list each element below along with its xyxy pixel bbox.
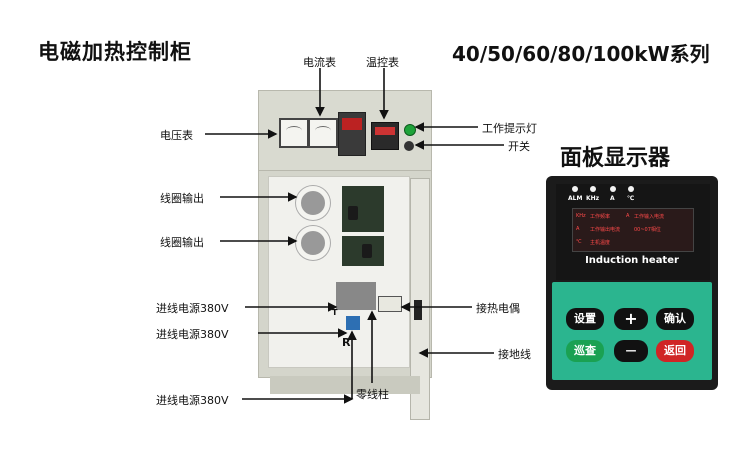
screen-row-1-left: 工作频率 [590,214,611,220]
door-latch-icon [414,300,422,320]
screen-row-2-tag: A [576,226,580,232]
capacitor-icon [348,206,358,220]
label-coil-out-2: 线圈输出 [160,236,204,249]
breaker-icon [346,316,360,330]
temp-controller-icon [338,112,366,156]
terminal-block [336,282,376,310]
label-power-in-2: 进线电源380V [156,328,229,341]
keypad-area [552,282,712,380]
led-khz-icon [590,186,596,192]
screen-row-2-right: 00~07相位 [634,227,661,233]
label-coil-out-1: 线圈输出 [160,192,204,205]
label-power-in-3: 进线电源380V [156,394,229,407]
indicator-alm: ALM [568,195,583,202]
label-ammeter: 电流表 [303,56,336,69]
panel-title: 面板显示器 [560,146,671,171]
ammeter-icon [308,118,338,148]
label-t: T [332,308,338,317]
label-ground: 接地线 [498,348,531,361]
label-voltmeter: 电压表 [160,129,193,142]
display-screen [572,208,694,252]
label-r: R [342,336,351,349]
series-label: 40/50/60/80/100kW系列 [452,42,710,66]
cabinet-door [410,178,430,420]
label-thermocouple: 接热电偶 [476,302,520,315]
indicator-c: ℃ [627,195,635,202]
label-switch: 开关 [508,140,530,153]
setting-button[interactable]: 设置 [566,308,604,330]
coil-icon [296,186,330,220]
capacitor-icon [362,244,372,258]
coil-icon [296,226,330,260]
led-a-icon [610,186,616,192]
label-power-in-1: 进线电源380V [156,302,229,315]
screen-row-1-right: 工作输入电流 [634,214,665,220]
patrol-button[interactable]: 巡查 [566,340,604,362]
plus-button[interactable]: + [614,308,648,330]
screen-row-3-tag: ℃ [576,239,582,245]
screen-row-1-tag: KHz [576,213,586,219]
back-button[interactable]: 返回 [656,340,694,362]
voltmeter-icon [279,118,309,148]
label-neutral: 零线柱 [356,388,389,401]
label-work-lamp: 工作提示灯 [482,122,537,135]
confirm-button[interactable]: 确认 [656,308,694,330]
indicator-a: A [610,195,615,202]
screen-row-2-left: 工作输出电流 [590,227,621,233]
main-title: 电磁加热控制柜 [38,40,192,64]
brand-label: Induction heater [585,255,679,266]
temp-meter-icon [371,122,399,150]
switch-icon[interactable] [404,141,414,151]
minus-button[interactable]: — [614,340,648,362]
led-c-icon [628,186,634,192]
led-alm-icon [572,186,578,192]
label-temp-ctrl: 温控表 [366,56,399,69]
cabinet-base [270,376,420,394]
indicator-khz: KHz [586,195,600,202]
screen-row-3-left: 主机温度 [590,240,611,246]
screen-row-1-mid: A [626,213,630,219]
